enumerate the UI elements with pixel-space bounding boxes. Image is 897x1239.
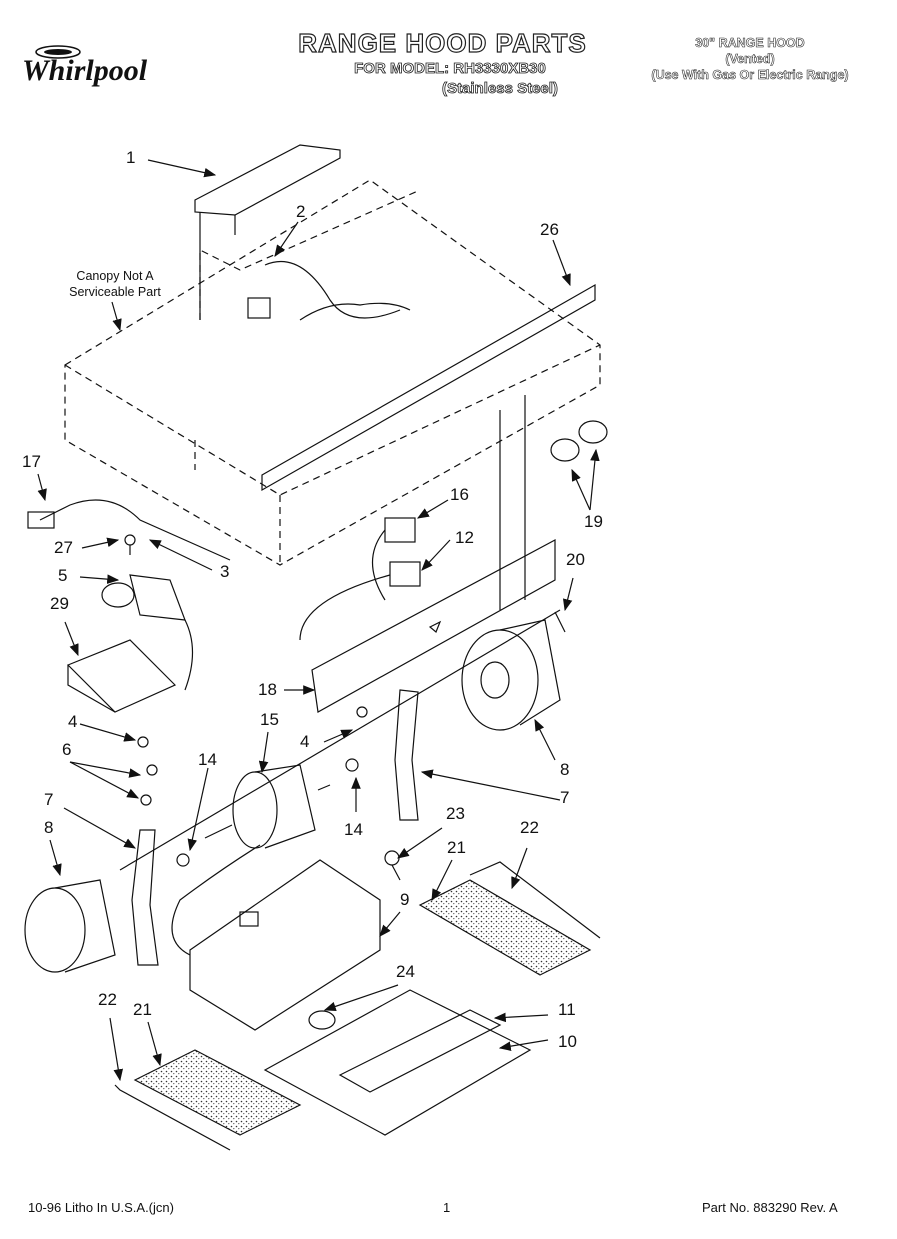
callout-22-right: 22 — [520, 818, 539, 837]
hood-type: 30" RANGE HOOD — [695, 36, 805, 51]
part-filter-left — [114, 1049, 302, 1151]
part-filter-right — [418, 861, 601, 976]
whirlpool-logo: Whirlpool — [20, 42, 180, 92]
part-lamp-socket — [101, 574, 194, 691]
callout-27: 27 — [54, 538, 73, 557]
part-number: Part No. 883290 Rev. A — [702, 1200, 838, 1215]
canopy-note-line1: Canopy Not A — [76, 269, 154, 283]
callout-24: 24 — [396, 962, 415, 981]
callout-9: 9 — [400, 890, 410, 909]
part-knobs — [550, 420, 608, 462]
part-bracket-right — [394, 689, 419, 821]
callout-22-left: 22 — [98, 990, 117, 1009]
callout-29: 29 — [50, 594, 69, 613]
callout-8-right: 8 — [560, 760, 570, 779]
callout-14-left: 14 — [198, 750, 217, 769]
callout-19: 19 — [584, 512, 603, 531]
motor-shaft-line — [119, 609, 561, 871]
finish-line: (Stainless Steel) — [442, 80, 559, 98]
canopy-note: Canopy Not A Serviceable Part — [45, 268, 185, 300]
callout-11: 11 — [558, 1000, 576, 1019]
callout-18: 18 — [258, 680, 277, 699]
callout-3: 3 — [220, 562, 230, 581]
part-damper — [194, 144, 341, 320]
callout-6: 6 — [62, 740, 72, 759]
part-bottom-panel — [263, 989, 532, 1136]
part-blower-wheel-left — [24, 879, 116, 973]
footer-print-info: 10-96 Litho In U.S.A.(jcn) — [28, 1200, 174, 1215]
callout-21-right: 21 — [447, 838, 466, 857]
part-blower-wheel-right — [461, 619, 561, 731]
part-wiring-harness — [247, 261, 411, 321]
callout-7-right: 7 — [560, 788, 570, 807]
part-cover — [66, 639, 177, 713]
plug — [27, 511, 55, 529]
callout-16: 16 — [450, 485, 469, 504]
svg-text:Whirlpool: Whirlpool — [22, 54, 148, 87]
callout-26: 26 — [540, 220, 559, 239]
model-line: FOR MODEL: RH3330XB30 — [354, 60, 547, 78]
callout-14-right: 14 — [344, 820, 363, 839]
motor-wiring — [171, 844, 261, 956]
callout-5: 5 — [58, 566, 68, 585]
canopy-outline — [64, 179, 601, 566]
part-control-panel — [311, 395, 556, 713]
callout-23: 23 — [446, 804, 465, 823]
part-motor — [204, 764, 331, 849]
callout-12: 12 — [455, 528, 474, 547]
vent-mode: (Vented) — [725, 52, 775, 67]
callout-21-left: 21 — [133, 1000, 152, 1019]
callout-1: 1 — [126, 148, 136, 167]
usage-note: (Use With Gas Or Electric Range) — [651, 68, 849, 83]
callout-20: 20 — [566, 550, 585, 569]
part-lamp-housing — [189, 859, 381, 1031]
callout-2: 2 — [296, 202, 306, 221]
callout-4-right: 4 — [300, 732, 310, 751]
callout-4-left: 4 — [68, 712, 78, 731]
page-number: 1 — [443, 1200, 451, 1215]
callout-7-left: 7 — [44, 790, 54, 809]
page-title: RANGE HOOD PARTS — [298, 27, 587, 58]
callout-15: 15 — [260, 710, 279, 729]
part-switches — [299, 517, 421, 641]
callout-8-left: 8 — [44, 818, 54, 837]
canopy-note-line2: Serviceable Part — [69, 285, 161, 299]
callout-17: 17 — [22, 452, 41, 471]
part-cable — [39, 499, 231, 561]
part-lens — [308, 1010, 336, 1030]
callout-10: 10 — [558, 1032, 577, 1051]
part-bracket-left — [131, 829, 159, 966]
trim-strip — [261, 283, 596, 492]
